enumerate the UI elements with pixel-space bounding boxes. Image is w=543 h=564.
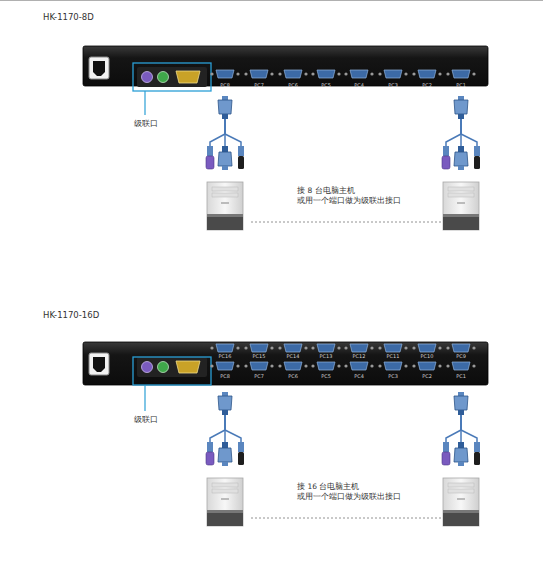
cascade-label: 级联口	[134, 415, 158, 425]
dashed-link	[251, 518, 441, 519]
port-label: PC9	[456, 353, 466, 360]
port-label: PC8	[220, 82, 230, 89]
kvm-8-port-diagram	[83, 46, 488, 230]
leader-line	[144, 91, 145, 115]
port-label: PC6	[288, 373, 298, 380]
port-label: PC4	[354, 373, 364, 380]
kvm-16-port-diagram	[83, 342, 488, 526]
port-label: PC3	[388, 373, 398, 380]
port-label: PC2	[422, 373, 432, 380]
port-label: PC7	[254, 82, 264, 89]
note: 接 16 台电脑主机 或用一个端口做为级联出接口	[297, 482, 402, 502]
port-label: PC1	[456, 373, 466, 380]
port-label: PC11	[387, 353, 400, 360]
dashed-link	[251, 222, 441, 223]
model-title: HK-1170-8D	[43, 12, 94, 23]
cascade-label: 级联口	[134, 119, 158, 129]
port-label: PC13	[320, 353, 333, 360]
note: 接 8 台电脑主机 或用一个端口做为级联出接口	[297, 186, 402, 206]
port-label: PC8	[220, 373, 230, 380]
frame-line	[0, 0, 543, 1]
port-label: PC1	[456, 82, 466, 89]
port-label: PC15	[253, 353, 266, 360]
port-label: PC7	[254, 373, 264, 380]
leader-line	[144, 385, 145, 411]
port-label: PC14	[287, 353, 300, 360]
port-label: PC12	[353, 353, 366, 360]
port-label: PC2	[422, 82, 432, 89]
port-label: PC4	[354, 82, 364, 89]
port-label: PC16	[219, 353, 232, 360]
cascade-highlight	[133, 63, 211, 91]
model-title: HK-1170-16D	[43, 310, 99, 321]
port-label: PC6	[288, 82, 298, 89]
port-label: PC10	[421, 353, 434, 360]
cascade-highlight	[133, 357, 211, 385]
port-label: PC5	[321, 373, 331, 380]
port-label: PC5	[321, 82, 331, 89]
port-label: PC3	[388, 82, 398, 89]
